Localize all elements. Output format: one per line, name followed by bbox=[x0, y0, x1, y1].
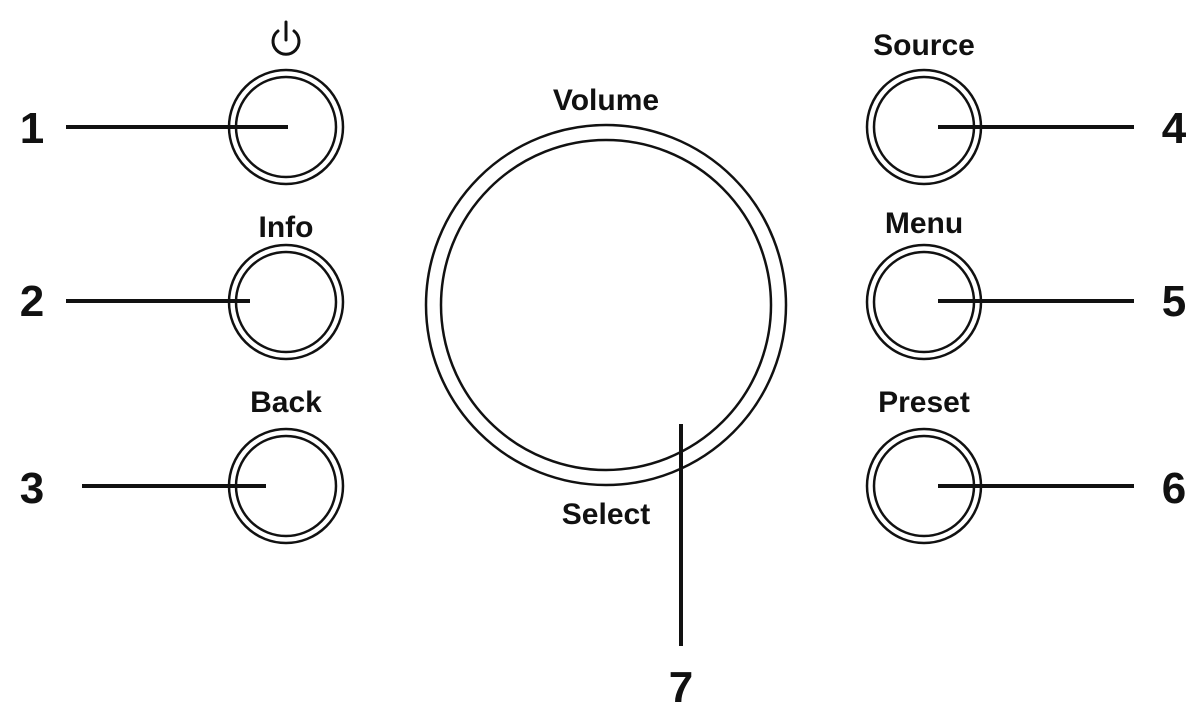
menu-label: Menu bbox=[885, 207, 963, 240]
select-label: Select bbox=[562, 498, 650, 531]
power-icon bbox=[271, 20, 301, 56]
callout-number-4: 4 bbox=[1162, 104, 1187, 153]
back-label: Back bbox=[250, 386, 322, 419]
source-button[interactable] bbox=[865, 68, 983, 186]
callout-number-1: 1 bbox=[20, 104, 44, 153]
volume-label: Volume bbox=[553, 84, 659, 117]
preset-button[interactable] bbox=[865, 427, 983, 545]
back-button[interactable] bbox=[227, 427, 345, 545]
volume-select-knob[interactable] bbox=[424, 123, 788, 487]
callout-number-3: 3 bbox=[20, 464, 44, 513]
callout-number-5: 5 bbox=[1162, 277, 1186, 326]
menu-button[interactable] bbox=[865, 243, 983, 361]
callout-number-7: 7 bbox=[669, 663, 693, 712]
source-label: Source bbox=[873, 29, 975, 62]
callout-number-2: 2 bbox=[20, 277, 44, 326]
callout-number-6: 6 bbox=[1162, 464, 1186, 513]
preset-label: Preset bbox=[878, 386, 970, 419]
info-label: Info bbox=[259, 211, 314, 244]
